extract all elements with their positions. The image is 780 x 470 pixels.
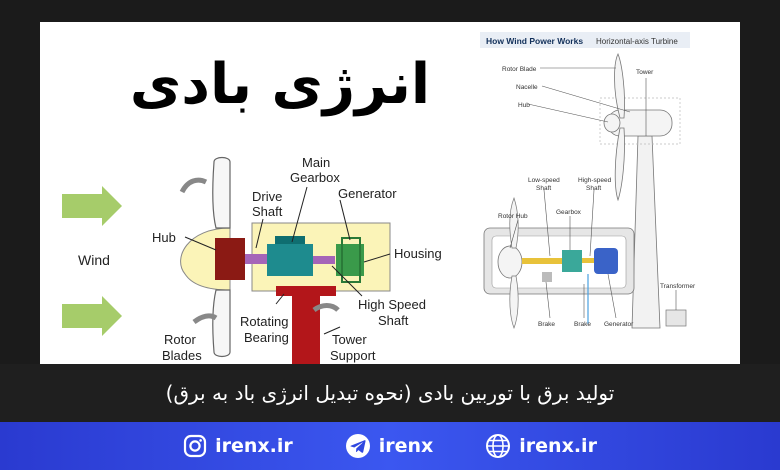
label-tower: Tower (332, 332, 367, 347)
transformer-box (665, 309, 687, 327)
label-rotor-blade: Rotor Blade (502, 66, 537, 73)
caption-bar: تولید برق با توربین بادی (نحوه تبدیل انر… (0, 364, 780, 422)
subheading: Horizontal-axis Turbine (596, 37, 678, 46)
page-title: انرژی بادی (129, 52, 431, 117)
label-generator: Generator (338, 186, 397, 201)
blade-top (614, 53, 625, 119)
rotation-arrow-top (179, 177, 208, 194)
label-low-speed-shaft: Shaft (536, 185, 551, 192)
tower-top (276, 286, 336, 296)
generator-right (594, 248, 618, 274)
label-low-speed: Low-speed (528, 177, 560, 184)
label-rotor: Rotor (164, 332, 196, 347)
label-transformer: Transformer (660, 283, 696, 290)
rotation-arrow-bottom (192, 313, 218, 325)
telegram-handle: irenx (378, 435, 434, 457)
label-blades: Blades (162, 348, 202, 363)
social-telegram[interactable]: irenx (345, 433, 434, 459)
label-drive: Drive (252, 189, 282, 204)
telegram-icon (345, 434, 370, 458)
label-wind: Wind (78, 252, 110, 268)
instagram-handle: irenx.ir (215, 435, 293, 457)
horizontal-axis-turbine-diagram: How Wind Power Works Horizontal-axis Tur… (480, 28, 738, 334)
label-shaft-high: Shaft (378, 313, 409, 328)
label-nacelle: Nacelle (516, 84, 538, 91)
main-gearbox (267, 244, 313, 276)
label-hub-right: Hub (518, 102, 530, 109)
wind-arrow-bottom (62, 296, 122, 336)
label-gearbox-right: Gearbox (556, 209, 582, 216)
label-high-speed-right: High-speed (578, 177, 612, 184)
wind-arrow-top (62, 186, 122, 226)
blade-bottom (614, 127, 625, 202)
hub-nose-right (603, 113, 621, 133)
generator-fins (341, 237, 361, 283)
low-speed-shaft (522, 258, 562, 264)
heading: How Wind Power Works (486, 36, 583, 46)
rotor-blade-top (212, 156, 231, 229)
gearbox-detail (275, 236, 305, 244)
label-support: Support (330, 348, 376, 363)
gearbox-right (562, 250, 582, 272)
high-speed-shaft (313, 256, 335, 264)
high-speed-shaft-right (582, 258, 594, 263)
label-bearing: Bearing (244, 330, 289, 345)
content-card: Wind (40, 22, 740, 364)
label-brake-2: Brake (574, 321, 591, 328)
label-shaft-drive: Shaft (252, 204, 283, 219)
label-main: Main (302, 155, 330, 170)
social-instagram[interactable]: irenx.ir (183, 434, 293, 458)
caption-text: تولید برق با توربین بادی (نحوه تبدیل انر… (165, 381, 615, 405)
label-high-speed: High Speed (358, 297, 426, 312)
label-rotor-hub: Rotor Hub (498, 213, 528, 220)
social-bar: irenx.ir irenx irenx.ir (0, 422, 780, 470)
cutaway-blade-top (509, 196, 519, 249)
label-tower-right: Tower (636, 69, 654, 76)
instagram-icon (183, 434, 207, 458)
website-url: irenx.ir (519, 435, 597, 457)
heading-bar (480, 32, 690, 48)
globe-icon (486, 434, 511, 458)
rotation-arrow-tower (312, 303, 340, 313)
turbine-schematic: Wind (62, 155, 442, 364)
rotor-blade-bottom (212, 289, 231, 358)
label-gearbox: Gearbox (290, 170, 340, 185)
label-rotating: Rotating (240, 314, 288, 329)
label-generator-right: Generator (604, 321, 634, 328)
cutaway-blade-bottom (509, 275, 519, 329)
brake-right (542, 272, 552, 282)
label-high-speed-shaft-right: Shaft (586, 185, 601, 192)
label-housing: Housing (394, 246, 442, 261)
label-brake-1: Brake (538, 321, 555, 328)
social-website[interactable]: irenx.ir (485, 433, 597, 459)
hub-block (215, 238, 245, 280)
label-hub: Hub (152, 230, 176, 245)
drive-shaft (245, 254, 267, 264)
rotor-hub-right (497, 245, 523, 279)
